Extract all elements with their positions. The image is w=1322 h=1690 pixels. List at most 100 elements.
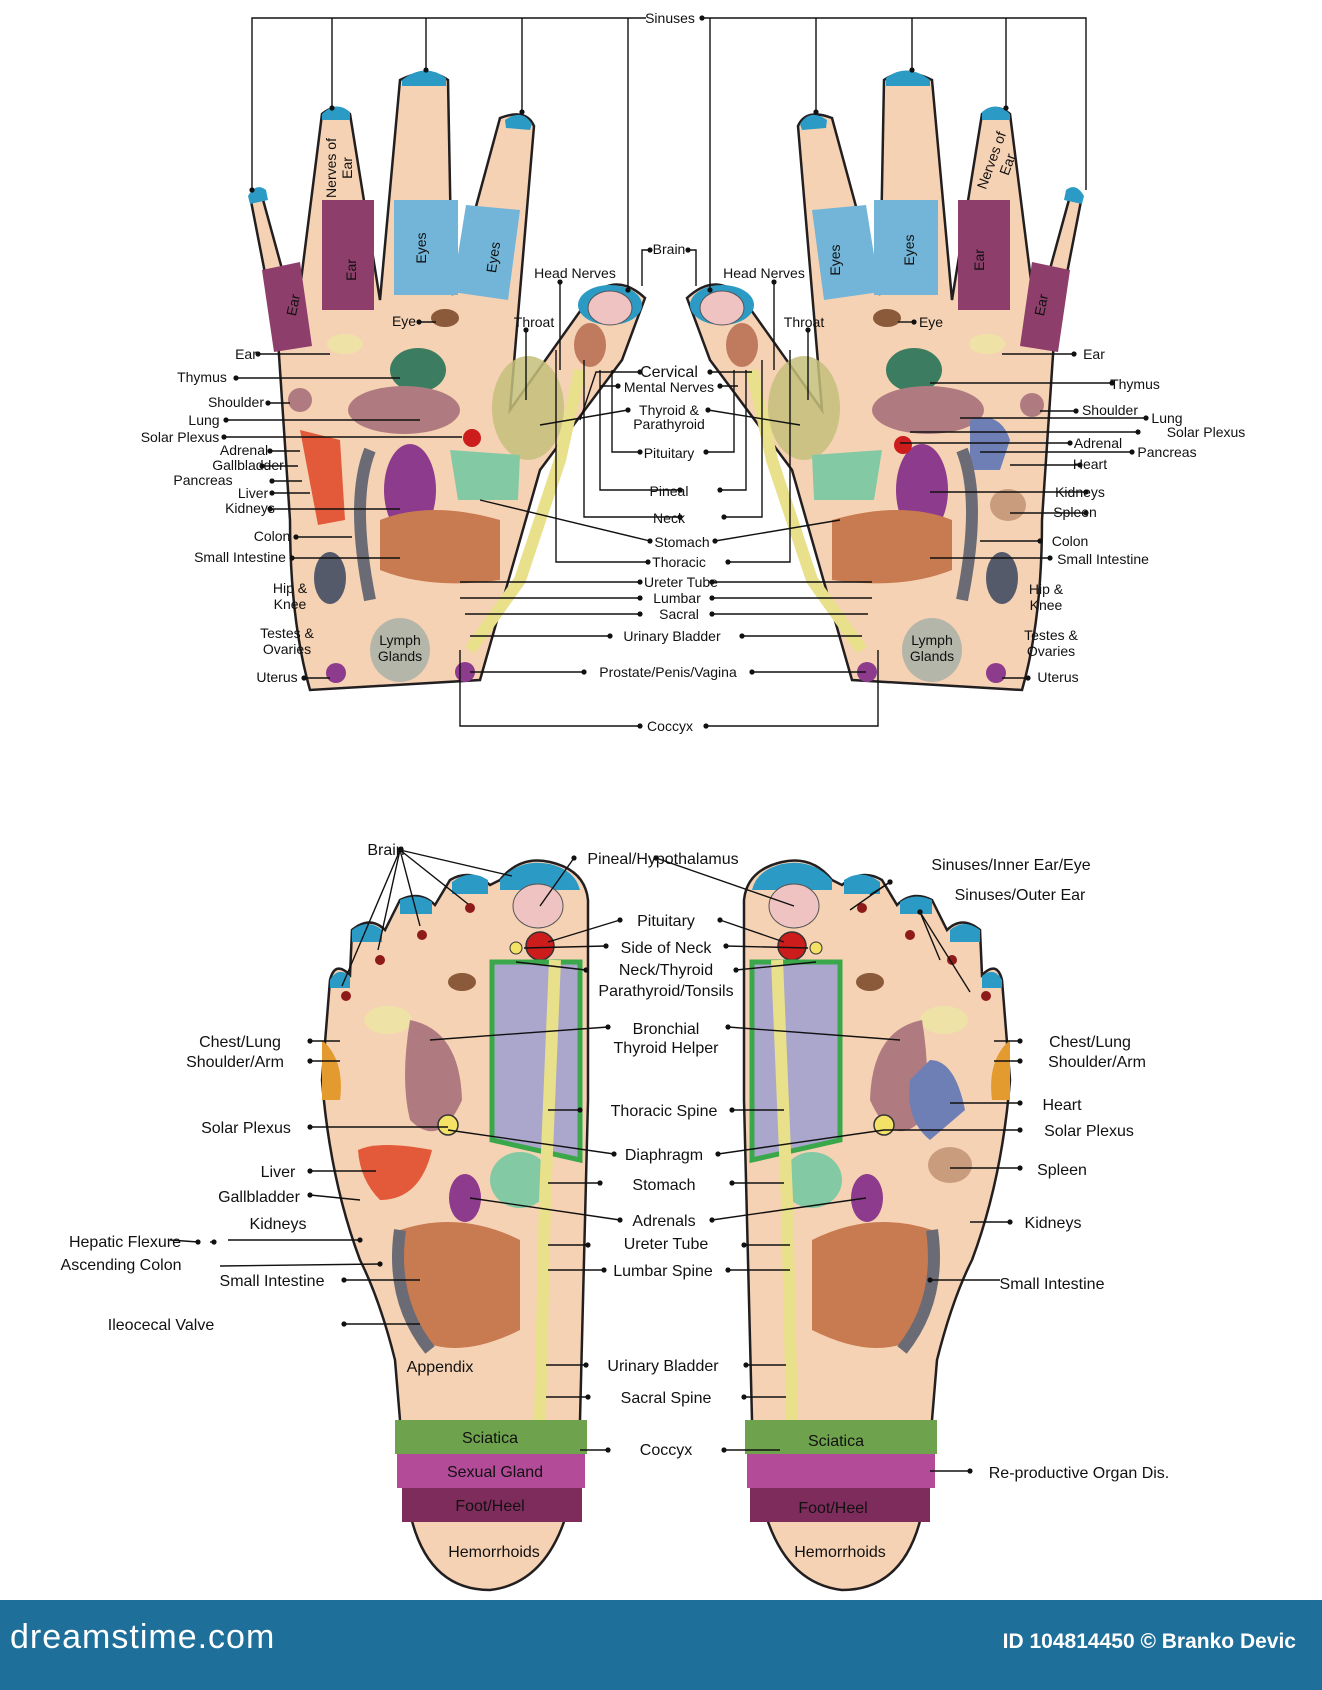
label-eye-l: Eye (392, 313, 416, 329)
label-thyroid-1: Thyroid & (639, 402, 700, 418)
leader-dot (637, 449, 643, 455)
leader-dot (637, 369, 643, 375)
leader-dot (605, 1024, 611, 1030)
label-lumbar: Lumbar (653, 590, 701, 606)
leader-dot (625, 407, 631, 413)
leader-dot (1017, 1165, 1023, 1171)
label-spleen-r: Spleen (1053, 504, 1097, 520)
leader-dot (585, 1394, 591, 1400)
leader-dot (223, 417, 229, 423)
label-coccyx-hand: Coccyx (647, 718, 693, 734)
leader-dot (647, 247, 653, 253)
leader-dot (523, 327, 529, 333)
leader-dot (729, 1180, 735, 1186)
leader-dot (653, 855, 659, 861)
label-finger-ear-r1: Ear (971, 249, 987, 271)
leader-dot (423, 67, 429, 73)
leader-dot (195, 1239, 201, 1245)
leader-dot (211, 1239, 217, 1245)
label-sinuses: Sinuses (645, 10, 695, 26)
label-parathyroid-tonsils: Parathyroid/Tonsils (598, 983, 733, 1000)
leader-dot (1003, 105, 1009, 111)
label-hip-l-2: Knee (274, 596, 307, 612)
label-finger-nerves-l2: Ear (339, 157, 355, 179)
foot-leaders (169, 849, 1020, 1472)
leader-dot (709, 1217, 715, 1223)
leader-dot (967, 1468, 973, 1474)
label-gallbladder-l: Gallbladder (212, 457, 284, 473)
leader-dot (709, 595, 715, 601)
leader-dot (307, 1192, 313, 1198)
leader-dot (705, 407, 711, 413)
leader-dot (707, 287, 713, 293)
label-thoracic-spine: Thoracic Spine (611, 1103, 718, 1120)
label-uterus-l: Uterus (256, 669, 297, 685)
label-appendix: Appendix (407, 1359, 474, 1376)
label-testes-r-1: Testes & (1024, 627, 1078, 643)
label-shoulder-arm-l: Shoulder/Arm (186, 1054, 284, 1071)
label-lymph-l-1: Lymph (379, 632, 421, 648)
label-hip-r-1: Hip & (1029, 581, 1064, 597)
label-heart-r: Heart (1073, 456, 1107, 472)
label-urinary-hand: Urinary Bladder (623, 628, 721, 644)
label-brain: Brain (653, 241, 686, 257)
leader-dot (577, 1107, 583, 1113)
label-liver-l: Liver (238, 485, 269, 501)
sinuses-leaders (251, 17, 1087, 290)
label-sexual-gland: Sexual Gland (447, 1464, 543, 1481)
label-thoracic: Thoracic (652, 554, 706, 570)
label-shoulder-arm-r: Shoulder/Arm (1048, 1054, 1146, 1071)
label-sinuses-inner: Sinuses/Inner Ear/Eye (931, 857, 1090, 874)
label-lymph-r-2: Glands (910, 648, 954, 664)
leader-dot (329, 105, 335, 111)
leader-dot (307, 1168, 313, 1174)
leader-dot (677, 487, 683, 493)
leader-dot (307, 1124, 313, 1130)
leader-dot (607, 633, 613, 639)
chart-canvas (169, 15, 1149, 1592)
label-hip-r-2: Knee (1030, 597, 1063, 613)
footer-brand: dreamstime.com (10, 1618, 276, 1656)
leader-dot (377, 1261, 383, 1267)
label-small-intestine-r: Small Intestine (1057, 551, 1149, 567)
leader-dot (741, 1394, 747, 1400)
leader-dot (571, 855, 577, 861)
label-urinary-foot: Urinary Bladder (607, 1358, 719, 1375)
label-lumbar-spine: Lumbar Spine (613, 1263, 713, 1280)
label-brain-foot: Brain (367, 842, 404, 859)
label-hepatic-flexure: Hepatic Flexure (69, 1234, 181, 1251)
leader-dot (703, 449, 709, 455)
label-diaphragm: Diaphragm (625, 1147, 703, 1164)
label-pineal: Pineal (650, 483, 689, 499)
label-ear-r: Ear (1083, 346, 1105, 362)
leader-dot (1007, 1219, 1013, 1225)
label-uterus-r: Uterus (1037, 669, 1078, 685)
label-cervical: Cervical (640, 364, 698, 381)
leader-dot (1083, 510, 1089, 516)
leader-dot (1037, 538, 1043, 544)
leader-dot (733, 967, 739, 973)
leader-dot (677, 514, 683, 520)
leader-dot (1129, 449, 1135, 455)
leader-dot (1047, 555, 1053, 561)
leader-dot (625, 287, 631, 293)
label-mental-nerves: Mental Nerves (624, 379, 714, 395)
leader-dot (1017, 1127, 1023, 1133)
leader-dot (911, 319, 917, 325)
label-solar-plexus-r: Solar Plexus (1167, 424, 1246, 440)
leader-dot (647, 538, 653, 544)
label-finger-eyes-r1: Eyes (827, 244, 843, 275)
label-eye-r: Eye (919, 314, 943, 330)
leader-dot (717, 487, 723, 493)
leader-dot (715, 1151, 721, 1157)
label-ureter-hand: Ureter Tube (644, 574, 718, 590)
leader-dot (583, 1362, 589, 1368)
label-chest-lung-r: Chest/Lung (1049, 1034, 1131, 1051)
label-neck-thyroid: Neck/Thyroid (619, 962, 713, 979)
label-throat-r: Throat (784, 314, 825, 330)
leader-dot (1067, 440, 1073, 446)
leader-dot (341, 1321, 347, 1327)
label-pancreas-l: Pancreas (173, 472, 232, 488)
leader-dot (1071, 351, 1077, 357)
label-solar-plexus-foot-r: Solar Plexus (1044, 1123, 1134, 1140)
